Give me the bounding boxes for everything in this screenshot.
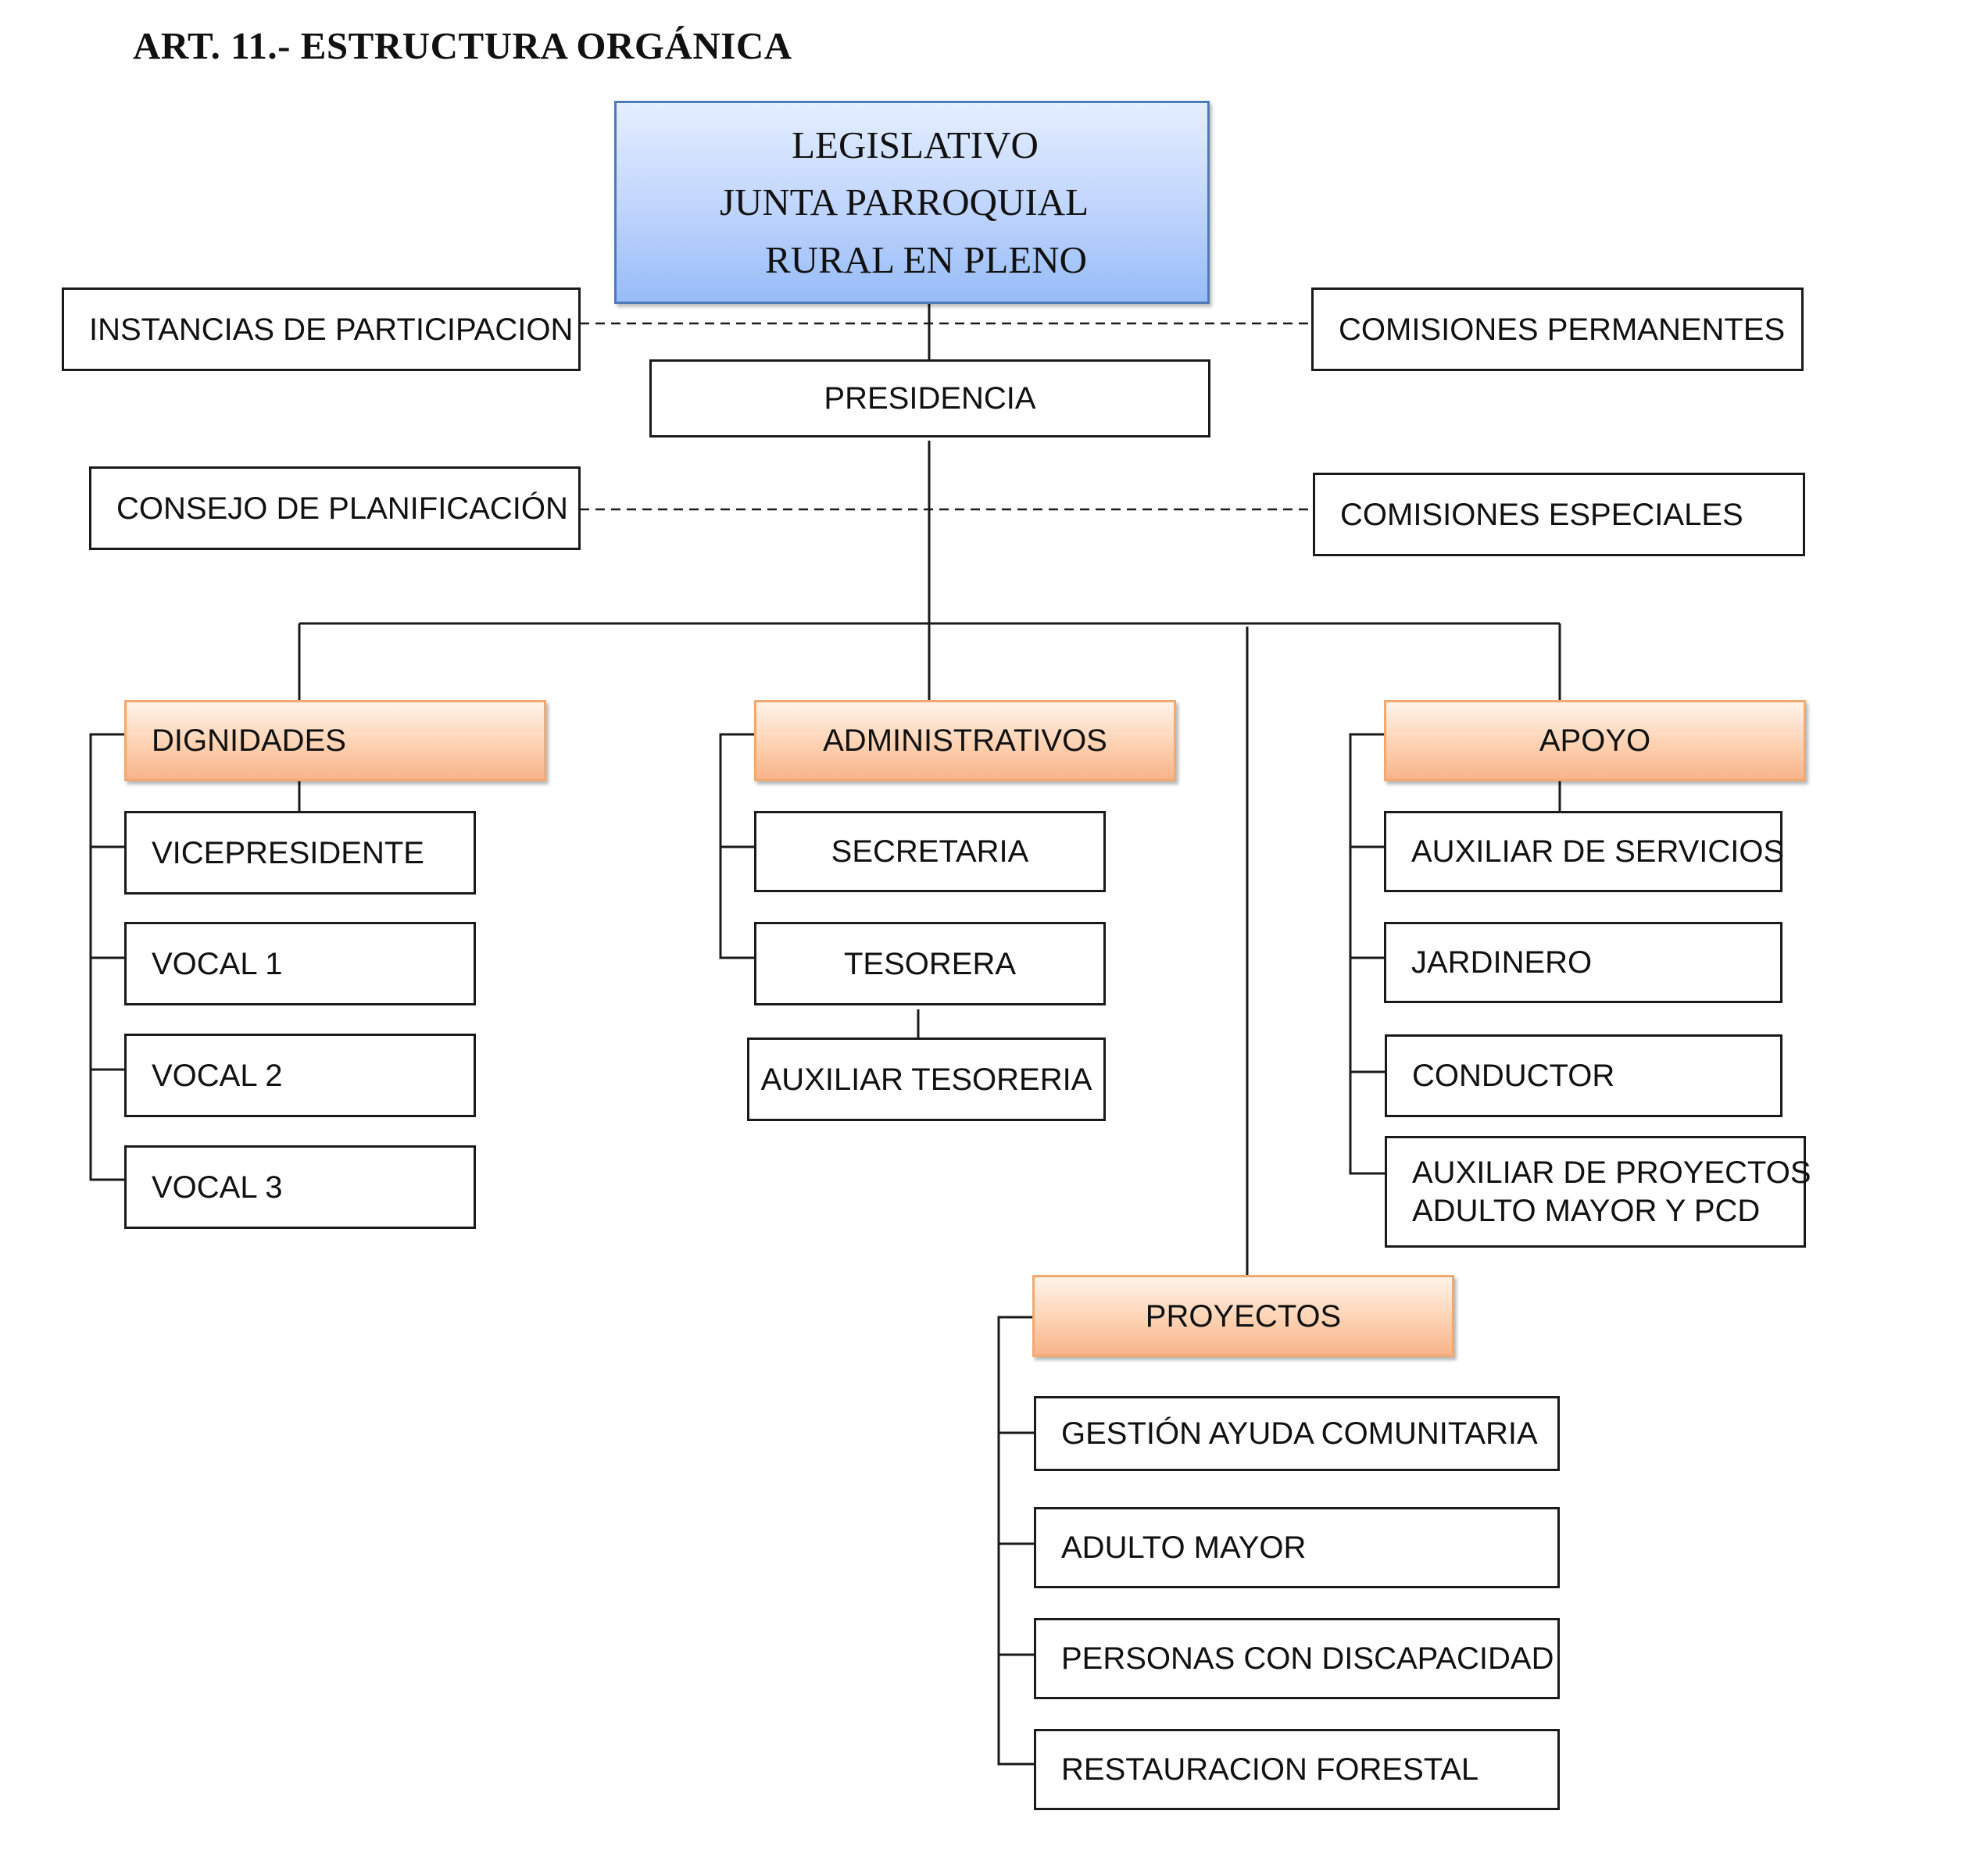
auxiliar-tesoreria-box: AUXILIAR TESORERIA: [747, 1038, 1106, 1121]
instancias-participacion-box: INSTANCIAS DE PARTICIPACION: [62, 288, 581, 371]
dignidades-ticks: [91, 845, 125, 1071]
legislativo-line-2: JUNTA PARROQUIAL: [719, 180, 1089, 224]
vocal-2-box: VOCAL 2: [124, 1034, 476, 1117]
vocal-3-box: VOCAL 3: [124, 1145, 476, 1229]
vicepresidente-box: VICEPRESIDENTE: [124, 811, 476, 895]
auxiliar-servicios-box: AUXILIAR DE SERVICIOS: [1384, 811, 1784, 892]
comisiones-permanentes-box: COMISIONES PERMANENTES: [1311, 288, 1804, 371]
proyectos-box: PROYECTOS: [1032, 1275, 1454, 1357]
presidencia-box: PRESIDENCIA: [649, 359, 1210, 438]
gestion-ayuda-comunitaria-box: GESTIÓN AYUDA COMUNITARIA: [1034, 1396, 1560, 1471]
adulto-mayor-box: ADULTO MAYOR: [1034, 1507, 1560, 1588]
apoyo-bracket: [1349, 733, 1385, 1175]
auxiliar-proyectos-line-2: ADULTO MAYOR Y PCD: [1412, 1193, 1761, 1228]
secretaria-box: SECRETARIA: [754, 811, 1106, 892]
dignidades-box: DIGNIDADES: [124, 700, 546, 781]
page-title: ART. 11.- ESTRUCTURA ORGÁNICA: [133, 24, 792, 67]
proyectos-ticks: [999, 1431, 1035, 1656]
apoyo-box: APOYO: [1384, 700, 1806, 781]
proyectos-bracket: [997, 1316, 1035, 1766]
auxiliar-proyectos-line-1: AUXILIAR DE PROYECTOS: [1412, 1155, 1811, 1190]
auxiliar-proyectos-box: AUXILIAR DE PROYECTOS ADULTO MAYOR Y PCD: [1385, 1136, 1811, 1248]
apoyo-ticks: [1350, 845, 1385, 1073]
tesorera-box: TESORERA: [754, 922, 1106, 1005]
administrativos-box: ADMINISTRATIVOS: [754, 700, 1176, 781]
jardinero-box: JARDINERO: [1384, 922, 1782, 1003]
vocal-1-box: VOCAL 1: [124, 922, 476, 1005]
personas-discapacidad-box: PERSONAS CON DISCAPACIDAD: [1034, 1618, 1560, 1699]
legislativo-line-1: LEGISLATIVO: [792, 123, 1039, 166]
consejo-planificacion-box: CONSEJO DE PLANIFICACIÓN: [89, 466, 581, 550]
legislativo-line-3: RURAL EN PLENO: [765, 238, 1087, 281]
comisiones-especiales-box: COMISIONES ESPECIALES: [1313, 473, 1805, 556]
restauracion-forestal-box: RESTAURACION FORESTAL: [1034, 1729, 1560, 1810]
legislativo-box: LEGISLATIVO JUNTA PARROQUIAL RURAL EN PL…: [614, 101, 1210, 304]
conductor-box: CONDUCTOR: [1385, 1034, 1782, 1117]
